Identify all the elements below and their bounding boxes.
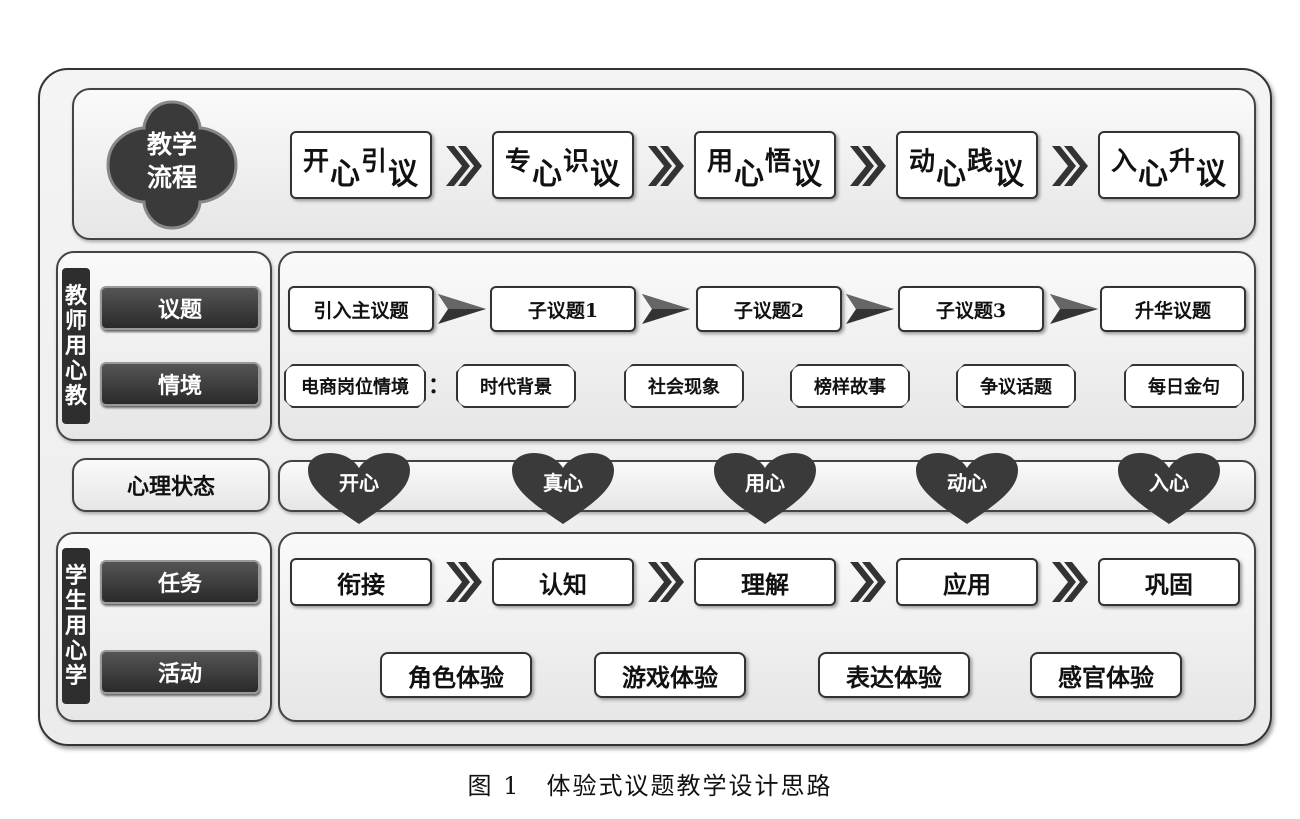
flow-badge-line1: 教学 [146, 130, 197, 159]
heart-icon [1116, 452, 1222, 526]
heart-icon [306, 452, 412, 526]
task-box: 巩固 [1098, 558, 1240, 606]
flow-step-5: 入心升议 [1098, 131, 1240, 199]
double-chevron-icon [850, 146, 886, 186]
topic-box: 引入主议题 [288, 286, 434, 332]
heart-icon [914, 452, 1020, 526]
heart-label: 真心 [543, 470, 583, 495]
task-label: 任务 [100, 560, 260, 604]
double-chevron-icon [850, 562, 886, 602]
arrow-icon [438, 294, 486, 324]
topic-box: 升华议题 [1100, 286, 1246, 332]
context-box: 榜样故事 [790, 364, 910, 408]
flow-badge [104, 98, 240, 232]
double-chevron-icon [446, 562, 482, 602]
topic-box: 子议题3 [898, 286, 1044, 332]
activity-box: 表达体验 [818, 652, 970, 698]
context-label: 情境 [100, 362, 260, 406]
mind-label-panel: 心理状态 [72, 458, 270, 512]
flow-step-2: 专心识议 [492, 131, 634, 199]
arrow-icon [1050, 294, 1098, 324]
task-box: 应用 [896, 558, 1038, 606]
context-box: 争议话题 [956, 364, 1076, 408]
teacher-side-label: 教 师 用 心 教 [62, 268, 90, 424]
task-box: 认知 [492, 558, 634, 606]
heart-label: 入心 [1149, 470, 1189, 495]
topic-label: 议题 [100, 286, 260, 330]
double-chevron-icon [446, 146, 482, 186]
context-box: 每日金句 [1124, 364, 1244, 408]
teacher-left-panel [56, 251, 272, 441]
flow-step-3: 用心悟议 [694, 131, 836, 199]
flow-badge-line2: 流程 [146, 163, 197, 192]
double-chevron-icon [1052, 146, 1088, 186]
context-colon: ： [428, 373, 451, 399]
heart-icon [510, 452, 616, 526]
topic-box: 子议题1 [490, 286, 636, 332]
topic-box: 子议题2 [696, 286, 842, 332]
task-box: 理解 [694, 558, 836, 606]
teacher-right-panel [278, 251, 1256, 441]
task-box: 衔接 [290, 558, 432, 606]
arrow-icon [642, 294, 690, 324]
flow-step-4: 动心践议 [896, 131, 1038, 199]
arrow-icon [846, 294, 894, 324]
heart-label: 用心 [745, 470, 785, 495]
figure-caption: 图 1 体验式议题教学设计思路 [467, 772, 833, 800]
context-box: 社会现象 [624, 364, 744, 408]
double-chevron-icon [648, 146, 684, 186]
flow-step-1: 开心引议 [290, 131, 432, 199]
activity-label: 活动 [100, 650, 260, 694]
double-chevron-icon [648, 562, 684, 602]
context-box: 时代背景 [456, 364, 576, 408]
activity-box: 游戏体验 [594, 652, 746, 698]
heart-label: 开心 [339, 470, 379, 495]
heart-label: 动心 [947, 470, 987, 495]
heart-icon [712, 452, 818, 526]
mind-label: 心理状态 [126, 474, 215, 500]
activity-box: 角色体验 [380, 652, 532, 698]
activity-box: 感官体验 [1030, 652, 1182, 698]
student-side-label: 学 生 用 心 学 [62, 548, 90, 704]
context-main-box: 电商岗位情境 [284, 364, 426, 408]
double-chevron-icon [1052, 562, 1088, 602]
